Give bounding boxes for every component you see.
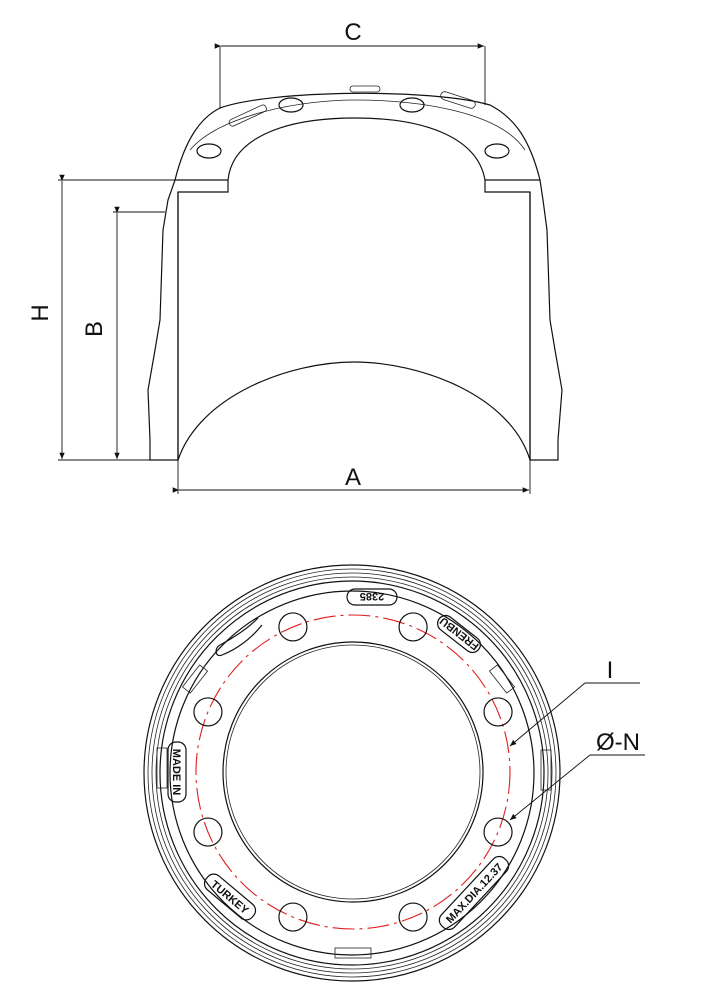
balance-tab	[181, 664, 209, 694]
made-in-text: MADE IN	[170, 749, 182, 796]
dome-bolt-hole	[399, 97, 425, 113]
dimension-label-h: H	[27, 304, 54, 321]
dome-bolt-hole	[278, 97, 304, 113]
bolt-hole	[278, 612, 308, 642]
bolt-hole	[193, 817, 223, 847]
slot	[215, 617, 263, 657]
badge-made-in: MADE IN	[167, 741, 187, 803]
dimension-label-i: I	[607, 657, 614, 684]
drum-top-dome	[174, 92, 541, 181]
bolt-hole	[193, 697, 223, 727]
bolt-hole	[483, 697, 513, 727]
badge-country: TURKEY	[203, 873, 257, 921]
left-wall-section	[147, 179, 229, 461]
flange-ring	[169, 590, 535, 956]
bolt-hole	[278, 902, 308, 932]
dimension-label-a: A	[345, 464, 361, 491]
dome-bolt-hole	[196, 143, 222, 159]
center-bore	[222, 641, 484, 903]
bolt-hole	[398, 612, 428, 642]
bottom-view: 2385 FRENBU MADE IN TURKEY MAX.DIA.12.37…	[143, 564, 645, 982]
right-wall-section	[484, 179, 563, 461]
part-number-text: 2385	[360, 590, 384, 602]
balance-tab	[488, 664, 516, 694]
bolt-hole	[483, 817, 513, 847]
bolt-holes	[193, 612, 513, 932]
badge-part-number: 2385	[346, 588, 398, 606]
dimension-label-b: B	[81, 321, 108, 337]
dome-bolt-hole	[484, 143, 510, 159]
balance-tab	[156, 747, 168, 789]
dimension-label-n: Ø-N	[596, 729, 640, 756]
drum-open-edge	[177, 361, 531, 461]
balance-tab	[334, 947, 372, 959]
side-view: C A H B	[27, 19, 563, 494]
balance-tab	[540, 749, 552, 791]
badge-brand: FRENBU	[437, 614, 481, 654]
dimension-label-c: C	[344, 19, 361, 46]
bolt-hole	[398, 902, 428, 932]
bolt-circle	[195, 614, 511, 930]
